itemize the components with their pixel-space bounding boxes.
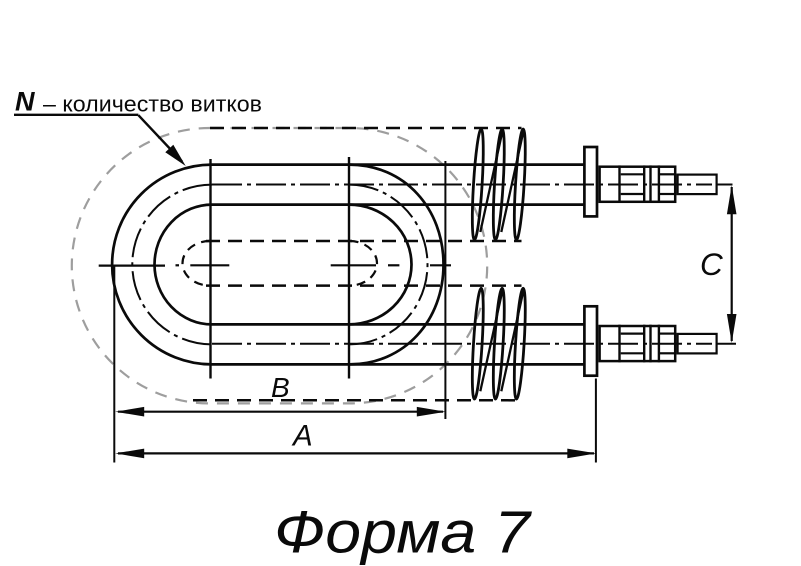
- svg-text:A: A: [291, 420, 313, 453]
- svg-text:C: C: [700, 246, 723, 282]
- svg-text:N: N: [15, 87, 35, 117]
- svg-text:Форма 7: Форма 7: [274, 499, 532, 566]
- svg-text:– количество витков: – количество витков: [43, 91, 262, 116]
- svg-text:B: B: [271, 372, 290, 403]
